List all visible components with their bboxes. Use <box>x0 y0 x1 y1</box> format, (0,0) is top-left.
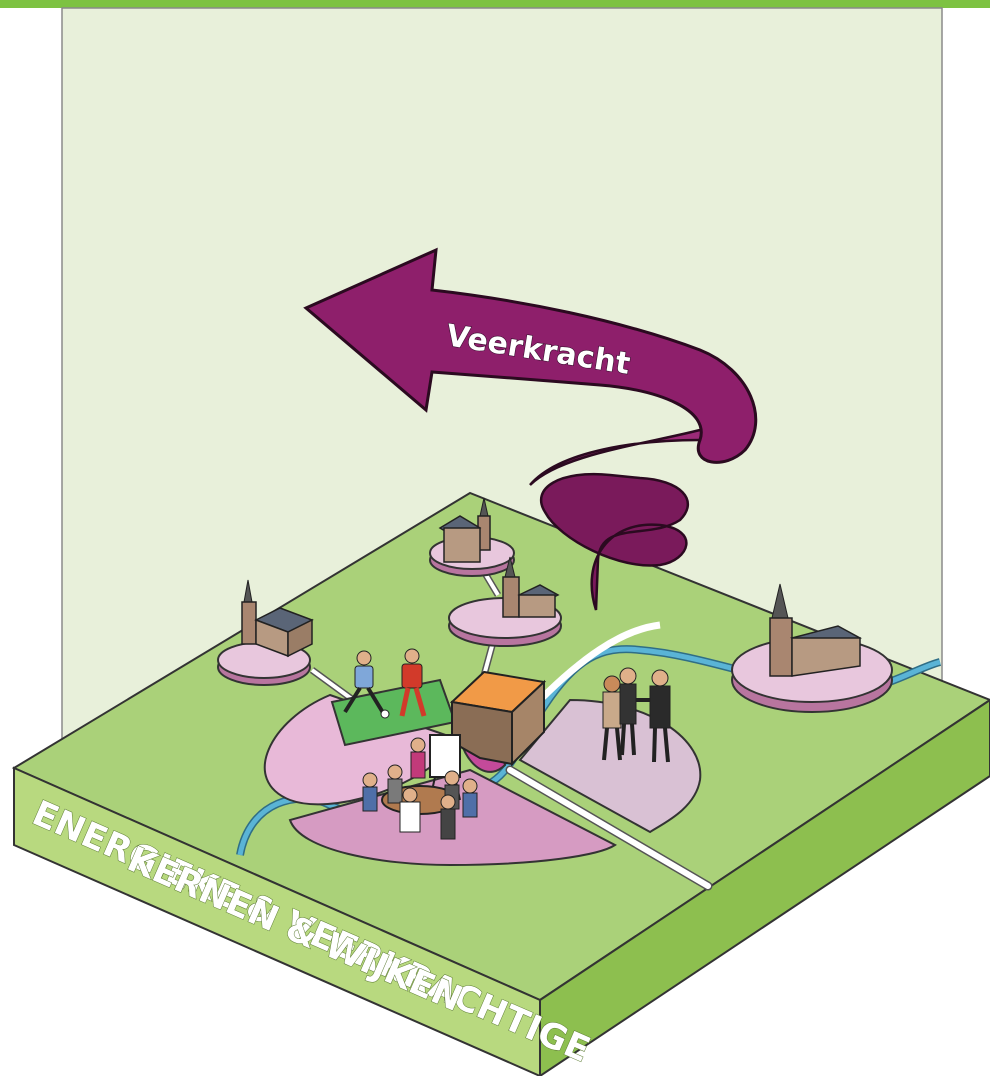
arrow-body <box>303 247 758 464</box>
church-icon <box>502 556 560 618</box>
block-front-side <box>13 766 541 1076</box>
handshake-icon <box>602 667 671 763</box>
church-icon <box>438 497 491 563</box>
football-players-icon <box>343 648 427 719</box>
block-right-side <box>539 698 990 1076</box>
church-icon <box>769 583 863 677</box>
top-bar <box>0 0 990 8</box>
white-path <box>537 621 661 703</box>
arrow-curl-lower <box>539 472 689 611</box>
church-icon <box>241 579 314 658</box>
house-icon <box>449 670 547 767</box>
meeting-group-icon <box>362 737 478 840</box>
veerkracht-arrow: Veerkracht <box>303 247 758 611</box>
